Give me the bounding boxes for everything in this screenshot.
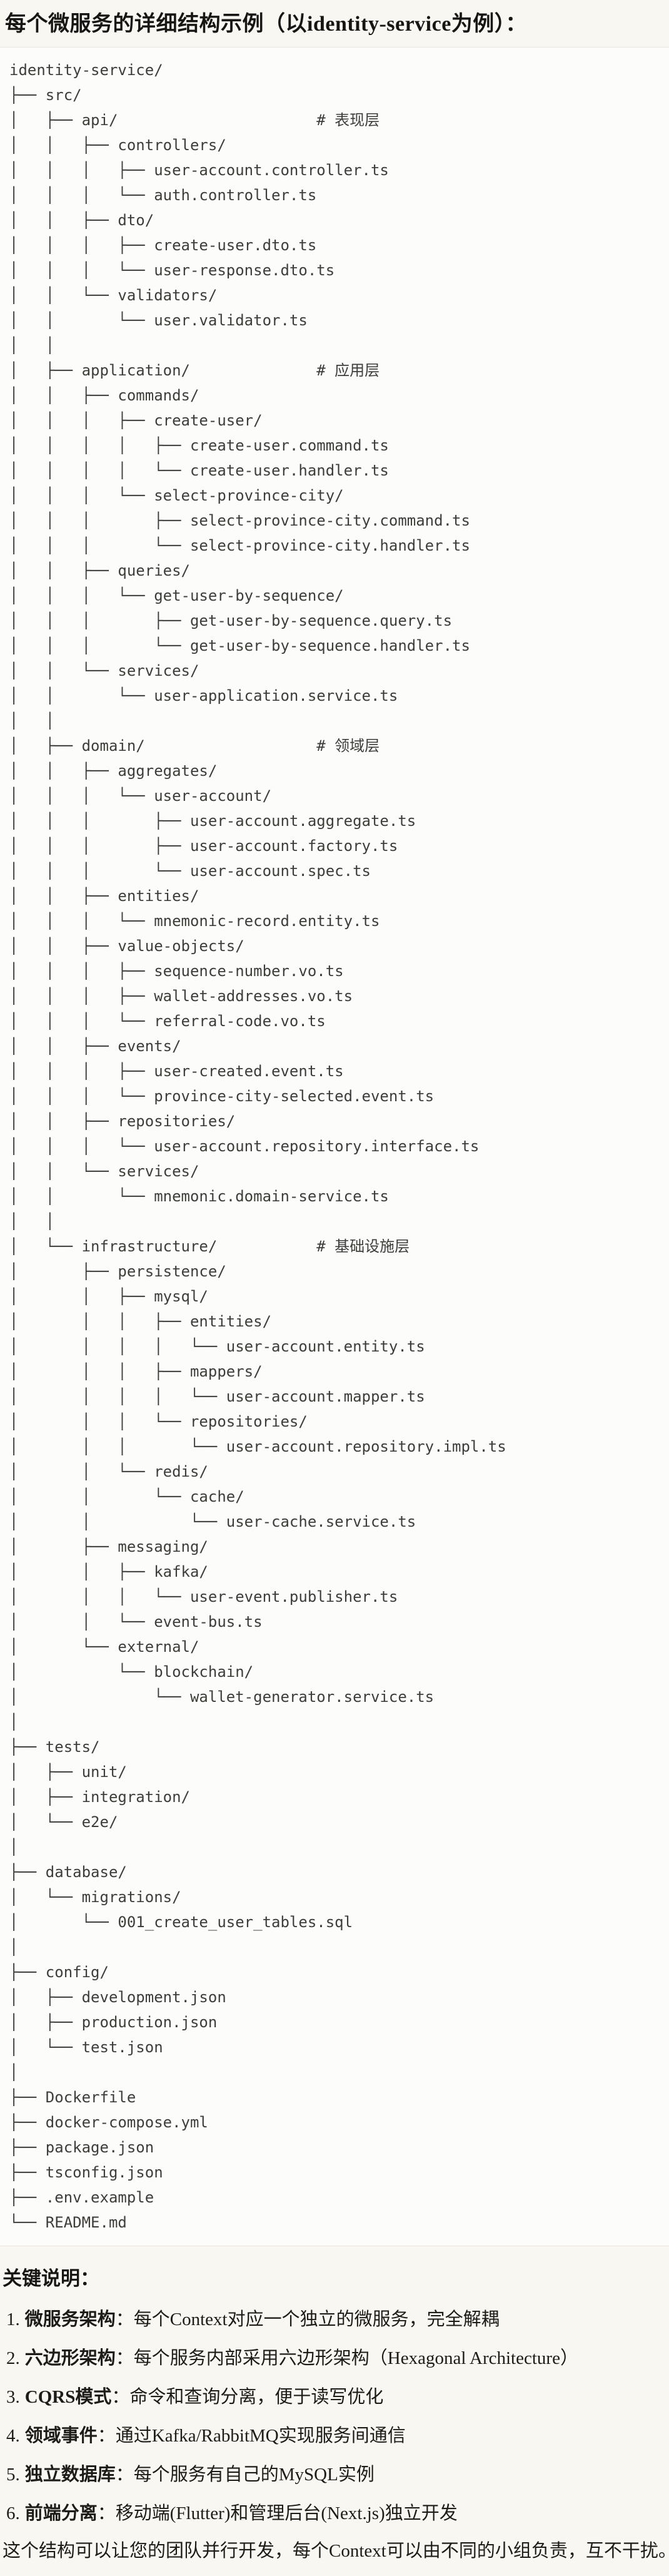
note-label: CQRS模式 <box>24 2387 112 2407</box>
note-description: ：命令和查询分离，便于读写优化 <box>111 2387 384 2407</box>
note-item-cqrs: 3.CQRS模式：命令和查询分离，便于读写优化 <box>6 2385 663 2409</box>
note-label: 六边形架构 <box>24 2348 116 2368</box>
code-block: identity-service/ ├── src/ │ ├── api/ # … <box>0 47 669 2246</box>
note-number: 3. <box>6 2387 20 2407</box>
note-label: 独立数据库 <box>24 2465 116 2485</box>
note-item-hexagonal: 2.六边形架构：每个服务内部采用六边形架构（Hexagonal Architec… <box>6 2346 663 2370</box>
page-title: 每个微服务的详细结构示例（以identity-service为例）： <box>5 13 527 36</box>
notes-list: 1.微服务架构：每个Context对应一个独立的微服务，完全解耦 2.六边形架构… <box>3 2308 663 2525</box>
closing-paragraph: 这个结构可以让您的团队并行开发，每个Context可以由不同的小组负责，互不干扰… <box>3 2541 669 2561</box>
note-number: 2. <box>6 2348 20 2368</box>
document-header: 每个微服务的详细结构示例（以identity-service为例）： <box>0 0 669 47</box>
note-item-domain-events: 4.领域事件：通过Kafka/RabbitMQ实现服务间通信 <box>6 2424 663 2448</box>
directory-tree: identity-service/ ├── src/ │ ├── api/ # … <box>9 61 506 2231</box>
note-description: ：每个服务内部采用六边形架构（Hexagonal Architecture） <box>115 2348 578 2368</box>
note-label: 微服务架构 <box>24 2309 116 2329</box>
note-description: ：每个Context对应一个独立的微服务，完全解耦 <box>115 2309 500 2329</box>
note-label: 前端分离 <box>24 2503 98 2523</box>
note-description: ：移动端(Flutter)和管理后台(Next.js)独立开发 <box>97 2503 458 2523</box>
note-item-microservices: 1.微服务架构：每个Context对应一个独立的微服务，完全解耦 <box>6 2308 663 2331</box>
note-description: ：每个服务有自己的MySQL实例 <box>115 2465 375 2485</box>
notes-section: 关键说明： 1.微服务架构：每个Context对应一个独立的微服务，完全解耦 2… <box>0 2246 669 2567</box>
note-label: 领域事件 <box>24 2426 98 2446</box>
note-number: 6. <box>6 2503 20 2523</box>
notes-heading: 关键说明： <box>3 2268 99 2289</box>
note-description: ：通过Kafka/RabbitMQ实现服务间通信 <box>97 2426 406 2446</box>
note-number: 5. <box>6 2465 20 2485</box>
note-item-independent-db: 5.独立数据库：每个服务有自己的MySQL实例 <box>6 2463 663 2487</box>
note-number: 4. <box>6 2426 20 2446</box>
note-item-frontend-separation: 6.前端分离：移动端(Flutter)和管理后台(Next.js)独立开发 <box>6 2502 663 2525</box>
note-number: 1. <box>6 2309 20 2329</box>
